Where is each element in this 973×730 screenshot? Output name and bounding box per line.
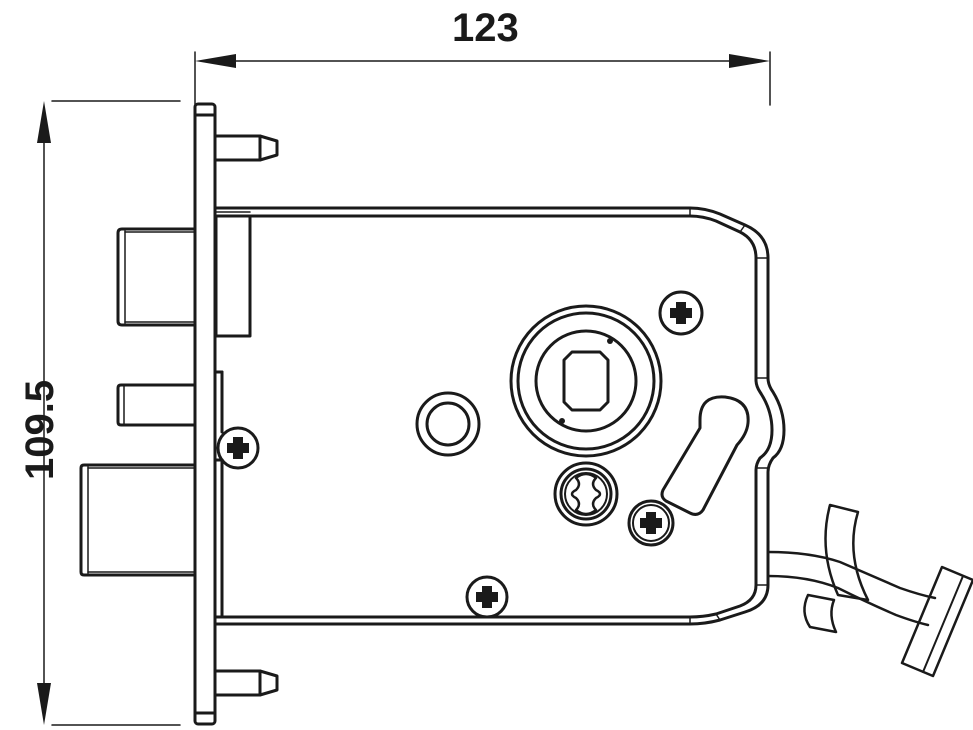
- keyhole-slot: [660, 395, 750, 516]
- lock-case: [214, 206, 786, 626]
- small-hub-slotted: [553, 461, 619, 527]
- screw-forend: [216, 426, 260, 470]
- cable-with-connector: [766, 503, 973, 678]
- deadbolt: [116, 227, 196, 327]
- mounting-pin-top: [214, 134, 279, 162]
- phillips-cross-icon: [670, 302, 692, 324]
- screw-mid-right: [627, 499, 675, 547]
- follower-hub-square: [509, 304, 663, 458]
- auxiliary-bolt: [79, 463, 196, 577]
- arrowhead-up-icon: [37, 101, 51, 143]
- screw-top-right: [658, 290, 704, 336]
- cylinder-hole-round: [415, 391, 481, 457]
- dimension-width: [194, 51, 771, 106]
- forend-plate: [193, 102, 217, 726]
- arrowhead-down-icon: [37, 683, 51, 725]
- phillips-cross-icon: [227, 437, 249, 459]
- dimension-height-label: 109.5: [18, 379, 62, 480]
- latch-bolt: [116, 383, 196, 427]
- arrowhead-right-icon: [729, 54, 770, 68]
- screw-bottom: [465, 575, 509, 619]
- dimension-height: [37, 100, 181, 726]
- phillips-cross-icon: [640, 512, 662, 534]
- dimension-width-label: 123: [452, 6, 519, 50]
- arrowhead-left-icon: [195, 54, 236, 68]
- mounting-pin-bottom: [214, 669, 279, 697]
- phillips-cross-icon: [476, 586, 498, 608]
